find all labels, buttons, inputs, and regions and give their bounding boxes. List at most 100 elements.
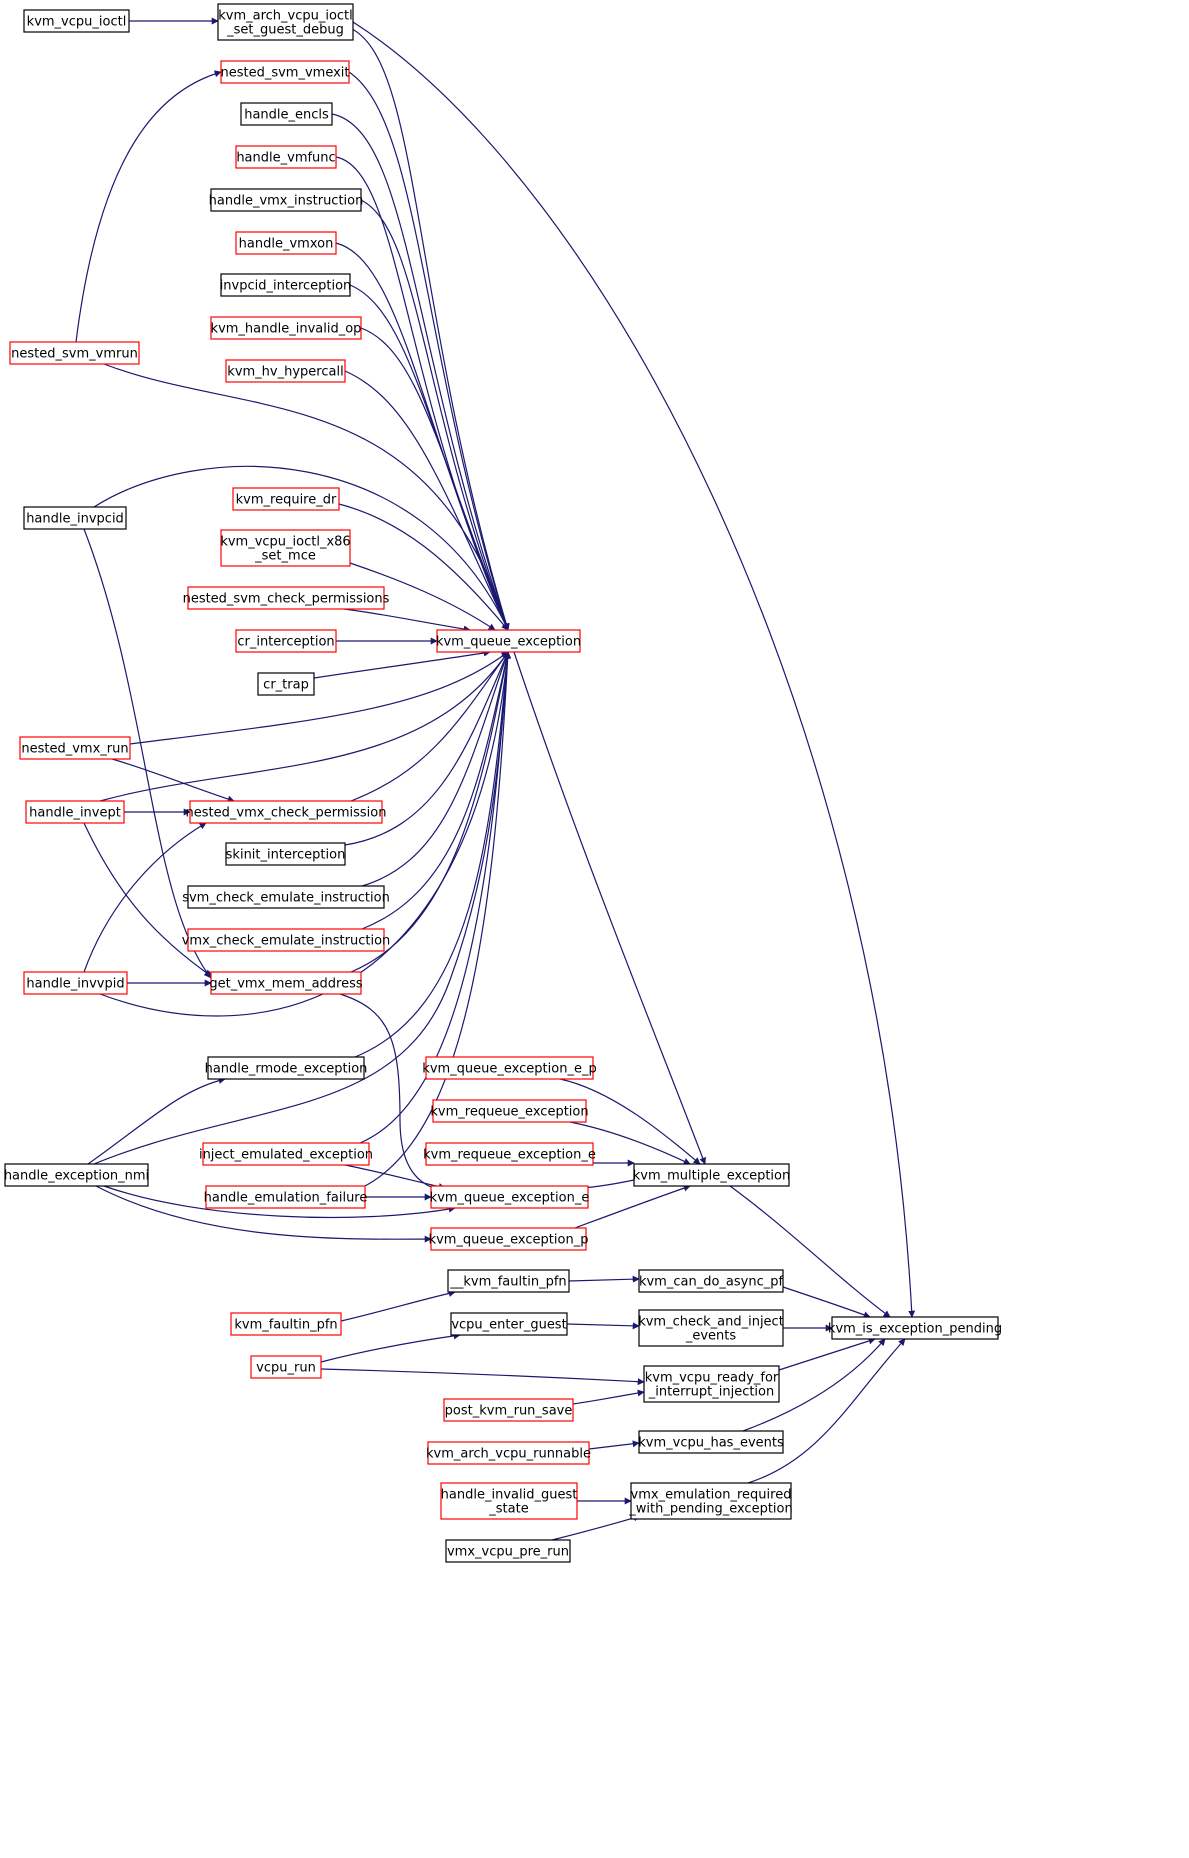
- node-kvm_queue_exception_e_p[interactable]: kvm_queue_exception_e_p: [422, 1056, 597, 1080]
- edge-kvm_queue_exception_e_p-to-kvm_multiple_exception: [559, 1078, 701, 1165]
- edge-kvm_queue_exception-to-kvm_multiple_exception: [513, 651, 707, 1165]
- node-handle_rmode_exception[interactable]: handle_rmode_exception: [205, 1056, 368, 1080]
- node-label-kvm_vcpu_ready_for_interrupt_injection-line1: kvm_vcpu_ready_for: [645, 1371, 779, 1386]
- node-vmx_emulation_required_with_pending_exception[interactable]: vmx_emulation_required_with_pending_exce…: [628, 1482, 793, 1520]
- node-label-kvm_arch_vcpu_ioctl_set_guest_debug-line2: _set_guest_debug: [226, 23, 344, 38]
- edge-kvm_vcpu_ready_for_interrupt_injection-to-kvm_is_exception_pending: [778, 1337, 876, 1371]
- node-kvm_is_exception_pending[interactable]: kvm_is_exception_pending: [828, 1316, 1002, 1340]
- node-svm_check_emulate_instruction[interactable]: svm_check_emulate_instruction: [182, 885, 390, 909]
- node-box-handle_vmxon: [235, 231, 337, 255]
- node-handle_invpcid[interactable]: handle_invpcid: [23, 506, 127, 530]
- node-kvm_queue_exception_e[interactable]: kvm_queue_exception_e: [430, 1185, 590, 1209]
- node-skinit_interception[interactable]: skinit_interception: [225, 842, 346, 866]
- node-vmx_vcpu_pre_run[interactable]: vmx_vcpu_pre_run: [445, 1539, 571, 1563]
- node-label-kvm_vcpu_ready_for_interrupt_injection-line2: _interrupt_injection: [648, 1385, 775, 1400]
- edge-kvm_hv_hypercall-to-kvm_queue_exception: [344, 370, 509, 631]
- edge-handle_rmode_exception-to-kvm_queue_exception: [354, 651, 511, 1058]
- node-kvm_vcpu_ready_for_interrupt_injection[interactable]: kvm_vcpu_ready_for_interrupt_injection: [643, 1365, 780, 1403]
- node-handle_emulation_failure[interactable]: handle_emulation_failure: [204, 1185, 368, 1209]
- node-nested_svm_vmexit[interactable]: nested_svm_vmexit: [220, 60, 350, 84]
- node-handle_vmx_instruction[interactable]: handle_vmx_instruction: [209, 188, 364, 212]
- edge-inject_emulated_exception-to-kvm_queue_exception: [359, 651, 512, 1144]
- node-label-kvm_vcpu_ioctl: kvm_vcpu_ioctl: [27, 15, 127, 30]
- node-kvm_can_do_async_pf[interactable]: kvm_can_do_async_pf: [638, 1269, 784, 1293]
- node-inject_emulated_exception[interactable]: inject_emulated_exception: [199, 1142, 373, 1166]
- node-kvm_hv_hypercall[interactable]: kvm_hv_hypercall: [225, 359, 346, 383]
- node-nested_vmx_check_permission[interactable]: nested_vmx_check_permission: [186, 800, 387, 824]
- node-kvm_require_dr[interactable]: kvm_require_dr: [232, 487, 340, 511]
- edge-kvm_vcpu_has_events-to-kvm_is_exception_pending: [742, 1338, 886, 1432]
- node-vmx_check_emulate_instruction[interactable]: vmx_check_emulate_instruction: [182, 928, 391, 952]
- node-kvm_handle_invalid_op[interactable]: kvm_handle_invalid_op: [210, 316, 362, 340]
- node-handle_vmfunc[interactable]: handle_vmfunc: [235, 145, 337, 169]
- node-box-svm_check_emulate_instruction: [187, 885, 385, 909]
- node-handle_encls[interactable]: handle_encls: [240, 102, 333, 126]
- node-label-kvm_multiple_exception: kvm_multiple_exception: [633, 1169, 791, 1184]
- node-box-nested_svm_vmexit: [220, 60, 350, 84]
- node-label-vmx_emulation_required_with_pending_exception-line2: _with_pending_exception: [628, 1502, 792, 1517]
- node-label-kvm_queue_exception: kvm_queue_exception: [436, 635, 581, 650]
- node-box-kvm_require_dr: [232, 487, 340, 511]
- node-handle_exception_nmi[interactable]: handle_exception_nmi: [4, 1163, 149, 1187]
- edge-__kvm_faultin_pfn-to-kvm_can_do_async_pf: [568, 1275, 640, 1283]
- node-label-svm_check_emulate_instruction: svm_check_emulate_instruction: [182, 891, 390, 906]
- node-label-kvm_arch_vcpu_ioctl_set_guest_debug-line1: kvm_arch_vcpu_ioctl: [218, 9, 353, 24]
- node-cr_interception[interactable]: cr_interception: [235, 629, 337, 653]
- node-nested_svm_vmrun[interactable]: nested_svm_vmrun: [9, 341, 140, 365]
- node-nested_vmx_run[interactable]: nested_vmx_run: [19, 736, 131, 760]
- node-kvm_check_and_inject_events[interactable]: kvm_check_and_inject_events: [638, 1309, 784, 1347]
- node-__kvm_faultin_pfn[interactable]: __kvm_faultin_pfn: [447, 1269, 570, 1293]
- edge-handle_invpcid-to-kvm_queue_exception: [93, 465, 509, 631]
- node-cr_trap[interactable]: cr_trap: [257, 672, 315, 696]
- node-handle_invalid_guest_state[interactable]: handle_invalid_guest_state: [440, 1482, 578, 1520]
- node-label-kvm_hv_hypercall: kvm_hv_hypercall: [227, 365, 343, 380]
- node-kvm_queue_exception[interactable]: kvm_queue_exception: [436, 629, 581, 653]
- node-handle_invept[interactable]: handle_invept: [25, 800, 125, 824]
- edge-nested_svm_vmrun-to-nested_svm_vmexit: [75, 70, 222, 343]
- node-box-kvm_faultin_pfn: [230, 1312, 342, 1336]
- node-box-nested_svm_vmrun: [9, 341, 140, 365]
- node-kvm_requeue_exception_e[interactable]: kvm_requeue_exception_e: [423, 1142, 596, 1166]
- node-kvm_vcpu_has_events[interactable]: kvm_vcpu_has_events: [638, 1430, 784, 1454]
- node-box-kvm_is_exception_pending: [831, 1316, 999, 1340]
- node-kvm_requeue_exception[interactable]: kvm_requeue_exception: [430, 1099, 589, 1123]
- node-kvm_arch_vcpu_ioctl_set_guest_debug[interactable]: kvm_arch_vcpu_ioctl_set_guest_debug: [217, 3, 354, 41]
- node-label-handle_rmode_exception: handle_rmode_exception: [205, 1062, 368, 1077]
- node-box-kvm_queue_exception_p: [430, 1227, 587, 1251]
- node-label-kvm_vcpu_has_events: kvm_vcpu_has_events: [638, 1436, 784, 1451]
- node-kvm_arch_vcpu_runnable[interactable]: kvm_arch_vcpu_runnable: [426, 1441, 591, 1465]
- node-box-kvm_vcpu_has_events: [638, 1430, 784, 1454]
- node-post_kvm_run_save[interactable]: post_kvm_run_save: [443, 1398, 574, 1422]
- node-handle_vmxon[interactable]: handle_vmxon: [235, 231, 337, 255]
- node-label-kvm_can_do_async_pf: kvm_can_do_async_pf: [639, 1275, 784, 1290]
- node-handle_invvpid[interactable]: handle_invvpid: [23, 971, 128, 995]
- node-box-kvm_arch_vcpu_runnable: [427, 1441, 590, 1465]
- node-box-skinit_interception: [225, 842, 346, 866]
- node-nested_svm_check_permissions[interactable]: nested_svm_check_permissions: [183, 586, 390, 610]
- edge-kvm_queue_exception_p-to-kvm_multiple_exception: [574, 1184, 691, 1229]
- edge-nested_svm_vmrun-to-kvm_queue_exception: [103, 363, 510, 631]
- node-vcpu_run[interactable]: vcpu_run: [250, 1355, 322, 1379]
- node-label-vcpu_enter_guest: vcpu_enter_guest: [451, 1318, 566, 1333]
- edge-nested_svm_check_permissions-to-kvm_queue_exception: [343, 608, 471, 633]
- edge-kvm_arch_vcpu_runnable-to-kvm_vcpu_has_events: [588, 1440, 640, 1450]
- node-kvm_vcpu_ioctl_x86_set_mce[interactable]: kvm_vcpu_ioctl_x86_set_mce: [220, 529, 351, 567]
- node-box-kvm_requeue_exception_e: [425, 1142, 594, 1166]
- node-kvm_vcpu_ioctl[interactable]: kvm_vcpu_ioctl: [23, 9, 130, 33]
- node-get_vmx_mem_address[interactable]: get_vmx_mem_address: [209, 971, 363, 995]
- node-label-kvm_queue_exception_e_p: kvm_queue_exception_e_p: [422, 1062, 596, 1077]
- node-label-handle_vmxon: handle_vmxon: [239, 237, 334, 252]
- node-vcpu_enter_guest[interactable]: vcpu_enter_guest: [450, 1312, 568, 1336]
- edge-kvm_multiple_exception-to-kvm_is_exception_pending: [729, 1185, 891, 1318]
- node-kvm_faultin_pfn[interactable]: kvm_faultin_pfn: [230, 1312, 342, 1336]
- edge-skinit_interception-to-kvm_queue_exception: [344, 651, 509, 846]
- node-invpcid_interception[interactable]: invpcid_interception: [220, 273, 352, 297]
- node-kvm_queue_exception_p[interactable]: kvm_queue_exception_p: [429, 1227, 589, 1251]
- node-box-kvm_arch_vcpu_ioctl_set_guest_debug: [217, 3, 354, 41]
- edge-vcpu_run-to-kvm_vcpu_ready_for_interrupt_injection: [320, 1368, 645, 1386]
- node-label-kvm_vcpu_ioctl_x86_set_mce-line1: kvm_vcpu_ioctl_x86: [220, 535, 350, 550]
- edge-handle_exception_nmi-to-handle_rmode_exception: [87, 1077, 226, 1165]
- node-kvm_multiple_exception[interactable]: kvm_multiple_exception: [633, 1163, 791, 1187]
- edge-cr_trap-to-kvm_queue_exception: [313, 649, 491, 679]
- node-box-inject_emulated_exception: [202, 1142, 370, 1166]
